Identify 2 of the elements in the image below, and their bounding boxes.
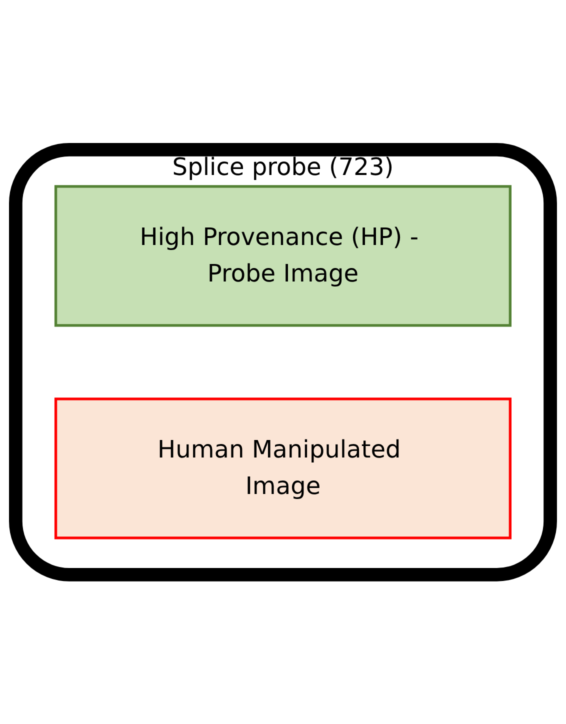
node-box: Human Manipulated Image [54, 397, 512, 540]
node-box: High Provenance (HP) - Probe Image [54, 184, 512, 327]
